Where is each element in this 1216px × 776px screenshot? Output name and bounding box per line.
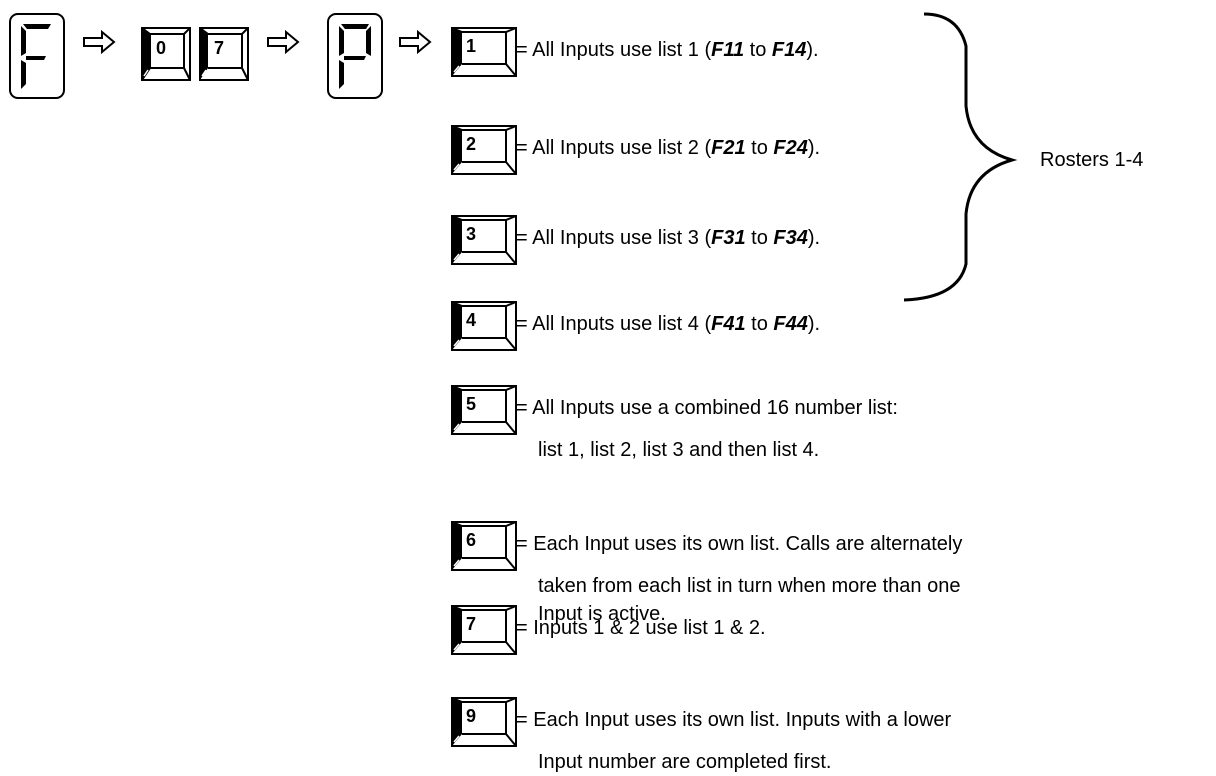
option-4-text: = All Inputs use list 4 (F41 to F44). [516,313,821,335]
key-9-label: 9 [466,706,476,726]
arrow-icon [82,29,116,59]
option-9-line-2: Input number are completed first. [538,751,832,773]
option-1-text: = All Inputs use list 1 (F11 to F14). [516,39,819,61]
list-start-code: F41 [711,313,746,335]
key-0-label: 0 [156,38,166,58]
option-6-line-2: taken from each list in turn when more t… [538,575,961,597]
option-6-line-1: = Each Input uses its own list. Calls ar… [516,533,963,555]
option-6-line-3: Input is active. [538,603,666,625]
list-start-code: F21 [711,137,746,159]
list-end-code: F14 [771,39,807,61]
option-5-line-2: list 1, list 2, list 3 and then list 4. [538,439,820,461]
key-4-label: 4 [466,310,476,330]
list-end-code: F44 [773,313,808,335]
display-p [326,12,384,100]
option-3-text: = All Inputs use list 3 (F31 to F34). [516,227,821,249]
arrow-icon [398,29,432,59]
option-7-line-1: = Inputs 1 & 2 use list 1 & 2. [516,617,766,639]
key-7-label: 7 [214,38,224,58]
key-6-label: 6 [466,530,476,550]
display-f [8,12,66,100]
key-1: 1 [450,26,520,83]
key-3: 3 [450,214,520,271]
list-end-code: F34 [773,227,808,249]
key-9: 9 [450,696,520,753]
roster-brace [900,10,1020,315]
key-5-label: 5 [466,394,476,414]
option-5-line-1: = All Inputs use a combined 16 number li… [516,397,898,419]
key-0: 0 [140,26,194,87]
key-3-label: 3 [466,224,476,244]
key-4: 4 [450,300,520,357]
key-7-label: 7 [466,614,476,634]
arrow-icon [266,29,300,59]
key-7: 7 [198,26,252,87]
key-5: 5 [450,384,520,441]
key-2: 2 [450,124,520,181]
key-6: 6 [450,520,520,577]
list-start-code: F31 [711,227,746,249]
key-1-label: 1 [466,36,476,56]
list-end-code: F24 [773,137,808,159]
option-2-text: = All Inputs use list 2 (F21 to F24). [516,137,821,159]
key-2-label: 2 [466,134,476,154]
option-9-line-1: = Each Input uses its own list. Inputs w… [516,709,952,731]
list-start-code: F11 [711,39,745,61]
key-7: 7 [450,604,520,661]
brace-label: Rosters 1-4 [1040,149,1144,171]
